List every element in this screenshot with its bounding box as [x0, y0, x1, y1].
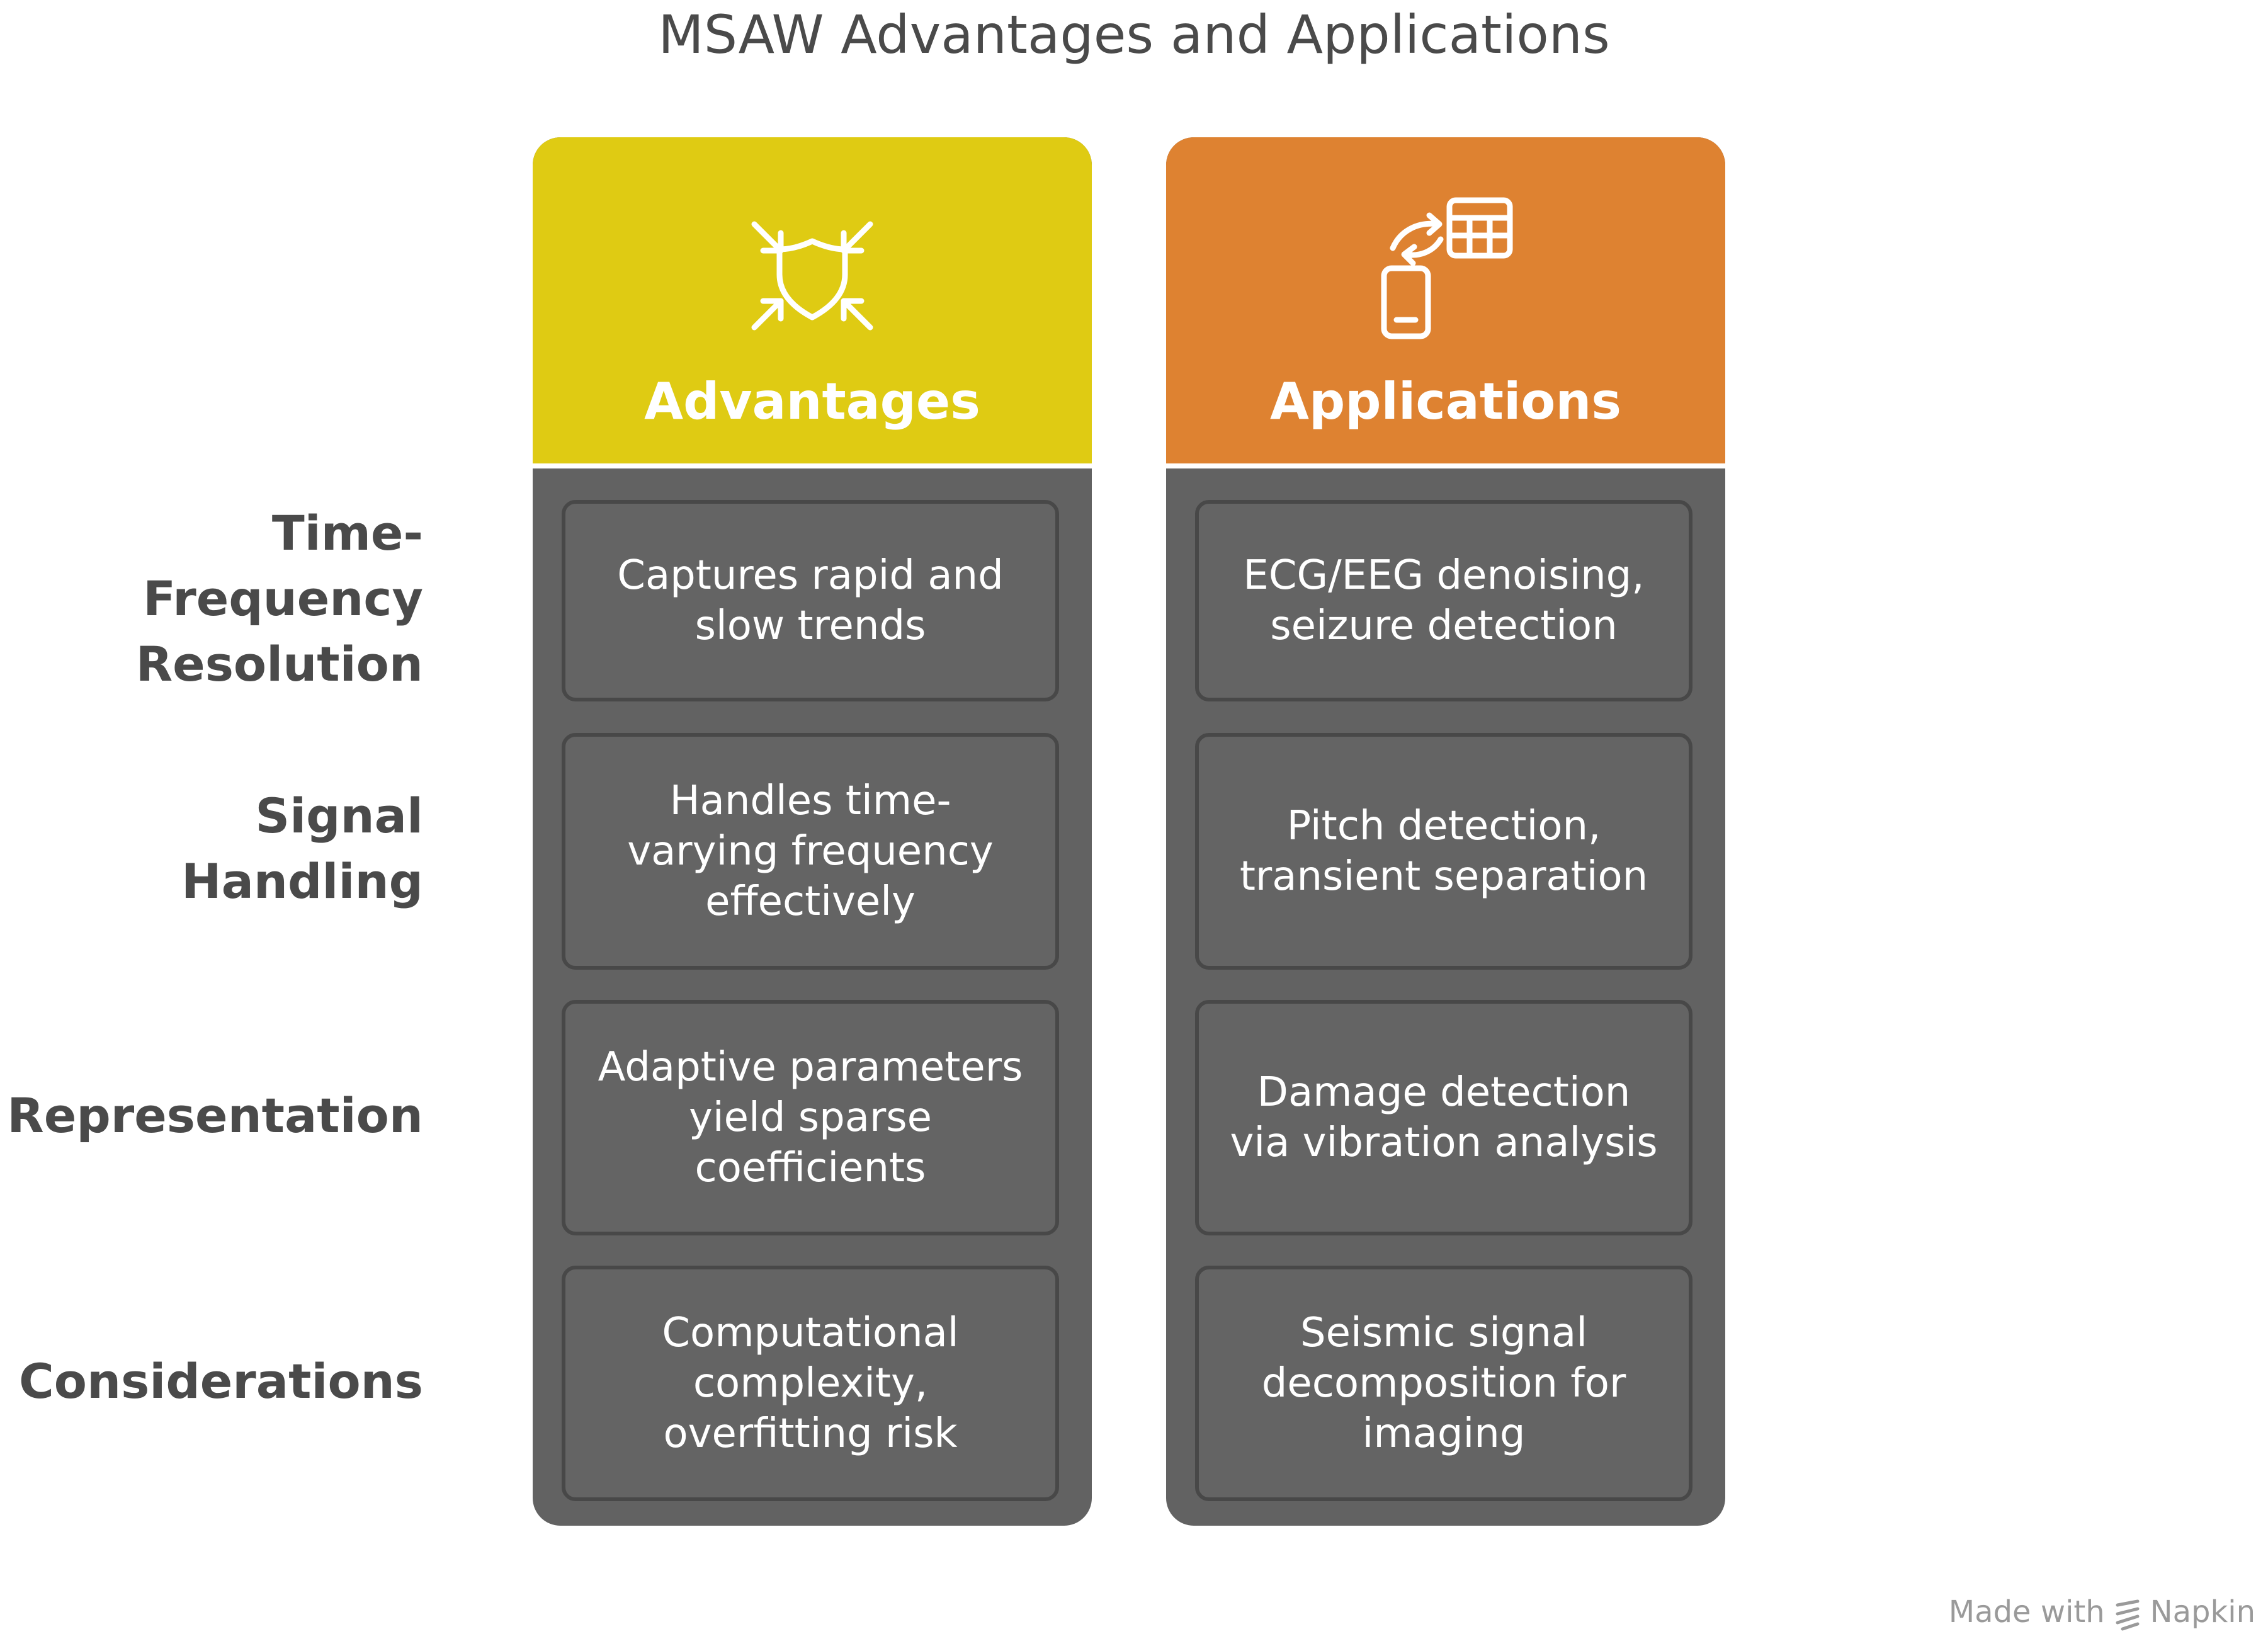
applications-cell-representation: Damage detection via vibration analysis [1195, 1000, 1692, 1235]
advantages-cell-considerations: Computational complexity, overfitting ri… [562, 1266, 1059, 1501]
applications-column: Applications ECG/EEG denoising, seizure … [1166, 137, 1725, 1526]
made-with-napkin-footer: Made with Napkin [1949, 1584, 2255, 1640]
advantages-heading: Advantages [644, 372, 980, 431]
advantages-column: Advantages Captures rapid and slow trend… [533, 137, 1092, 1526]
device-data-transfer-icon [1166, 194, 1725, 345]
applications-cell-considerations: Seismic signal decomposition for imaging [1195, 1266, 1692, 1501]
advantages-header: Advantages [533, 137, 1092, 463]
row-label-considerations: Considerations [18, 1353, 423, 1409]
applications-cell-signal-handling: Pitch detection, transient separation [1195, 733, 1692, 970]
applications-cell-time-frequency: ECG/EEG denoising, seizure detection [1195, 500, 1692, 701]
advantages-cell-representation: Adaptive parameters yield sparse coeffic… [562, 1000, 1059, 1235]
row-label-representation: Representation [7, 1087, 423, 1143]
applications-header: Applications [1166, 137, 1725, 463]
row-label-signal-handling: Signal Handling [181, 788, 423, 909]
applications-divider [1166, 463, 1725, 468]
napkin-brand-label: Napkin [2150, 1594, 2255, 1630]
applications-heading: Applications [1270, 372, 1621, 431]
row-label-time-frequency: Time-Frequency Resolution [135, 505, 423, 692]
advantages-divider [533, 463, 1092, 468]
napkin-logo-icon [2114, 1594, 2141, 1631]
diagram-title: MSAW Advantages and Applications [658, 4, 1610, 65]
advantages-cell-time-frequency: Captures rapid and slow trends [562, 500, 1059, 701]
made-with-label: Made with [1948, 1594, 2105, 1630]
advantages-cell-signal-handling: Handles time- varying frequency effectiv… [562, 733, 1059, 970]
shield-convergence-icon [533, 194, 1092, 345]
